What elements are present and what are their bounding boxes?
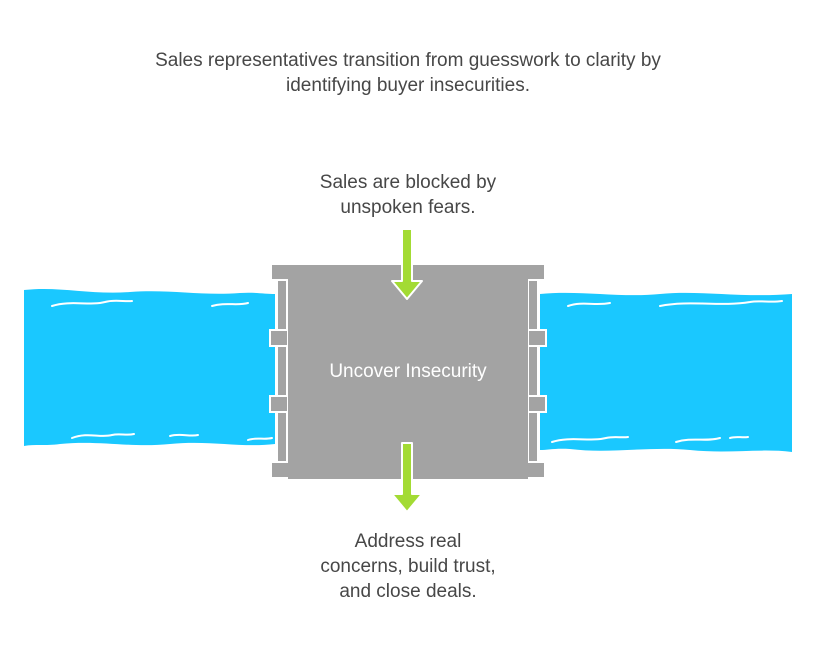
wave-icon (71, 433, 135, 439)
output-label: Address real concerns, build trust, and … (320, 531, 496, 602)
river-right-icon (540, 292, 792, 452)
wave-icon (729, 436, 749, 439)
wave-icon (659, 300, 783, 307)
wave-icon (51, 299, 133, 307)
river-left-icon (24, 288, 275, 446)
arrow-down-out-icon (391, 442, 423, 513)
input-label: Sales are blocked by unspoken fears. (319, 172, 497, 218)
arrow-down-in-icon (391, 228, 423, 300)
gate-label: Uncover Insecurity (329, 361, 487, 382)
wave-icon (169, 433, 199, 437)
wave-icon (675, 437, 721, 443)
wave-icon (211, 302, 249, 307)
diagram-title: Sales representatives transition from gu… (155, 50, 661, 96)
wave-icon (551, 436, 629, 443)
wave-icon (247, 437, 273, 441)
dam-post-left-icon (269, 263, 290, 479)
wave-icon (567, 302, 611, 307)
